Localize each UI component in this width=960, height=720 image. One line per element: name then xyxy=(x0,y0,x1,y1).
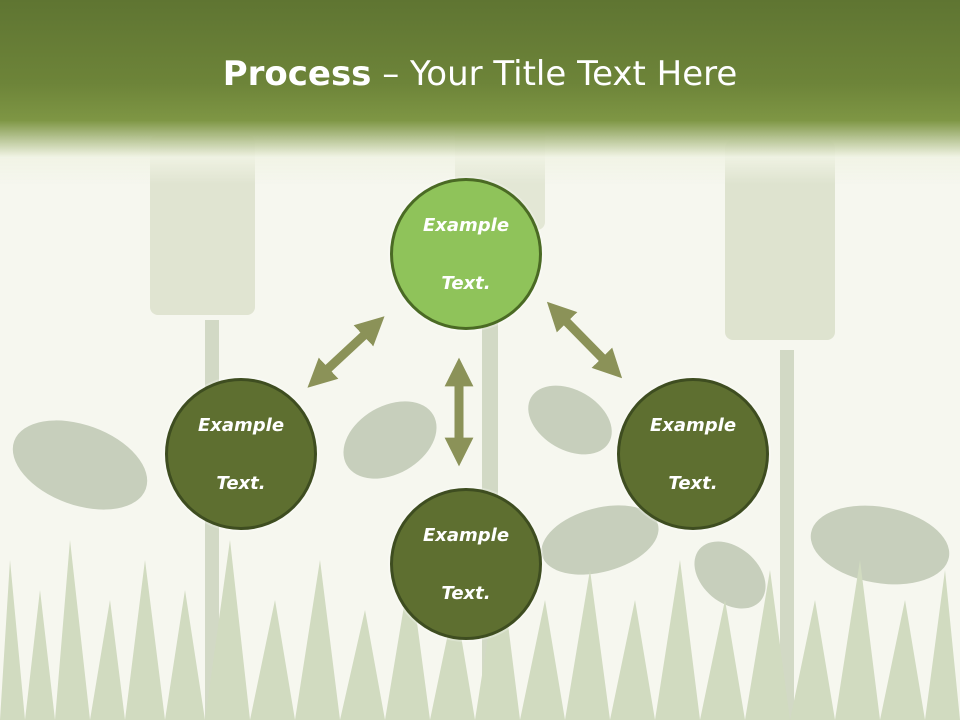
title-strong: Process xyxy=(222,54,372,94)
leaf xyxy=(528,385,612,455)
leaf xyxy=(810,505,950,585)
leaf xyxy=(694,541,766,609)
leaf xyxy=(343,401,437,479)
leaf xyxy=(541,505,659,575)
title-rest: – Your Title Text Here xyxy=(371,54,738,94)
title-bar xyxy=(0,0,960,185)
arrow-top-left xyxy=(307,316,385,388)
slide-title: Process – Your Title Text Here xyxy=(0,52,960,96)
node-left-line2: Text. xyxy=(216,472,266,494)
node-bottom-line1: Example xyxy=(422,524,510,546)
node-right-line2: Text. xyxy=(668,472,718,494)
node-top-line2: Text. xyxy=(441,272,491,294)
node-bottom-line2: Text. xyxy=(441,582,491,604)
leaf xyxy=(12,420,148,510)
grass xyxy=(0,540,960,720)
node-left-line1: Example xyxy=(197,414,285,436)
arrow-top-right xyxy=(546,301,623,379)
node-right-line1: Example xyxy=(649,414,737,436)
money-roll-right xyxy=(725,140,835,340)
node-top-line1: Example xyxy=(422,214,510,236)
stem-right xyxy=(780,350,794,720)
